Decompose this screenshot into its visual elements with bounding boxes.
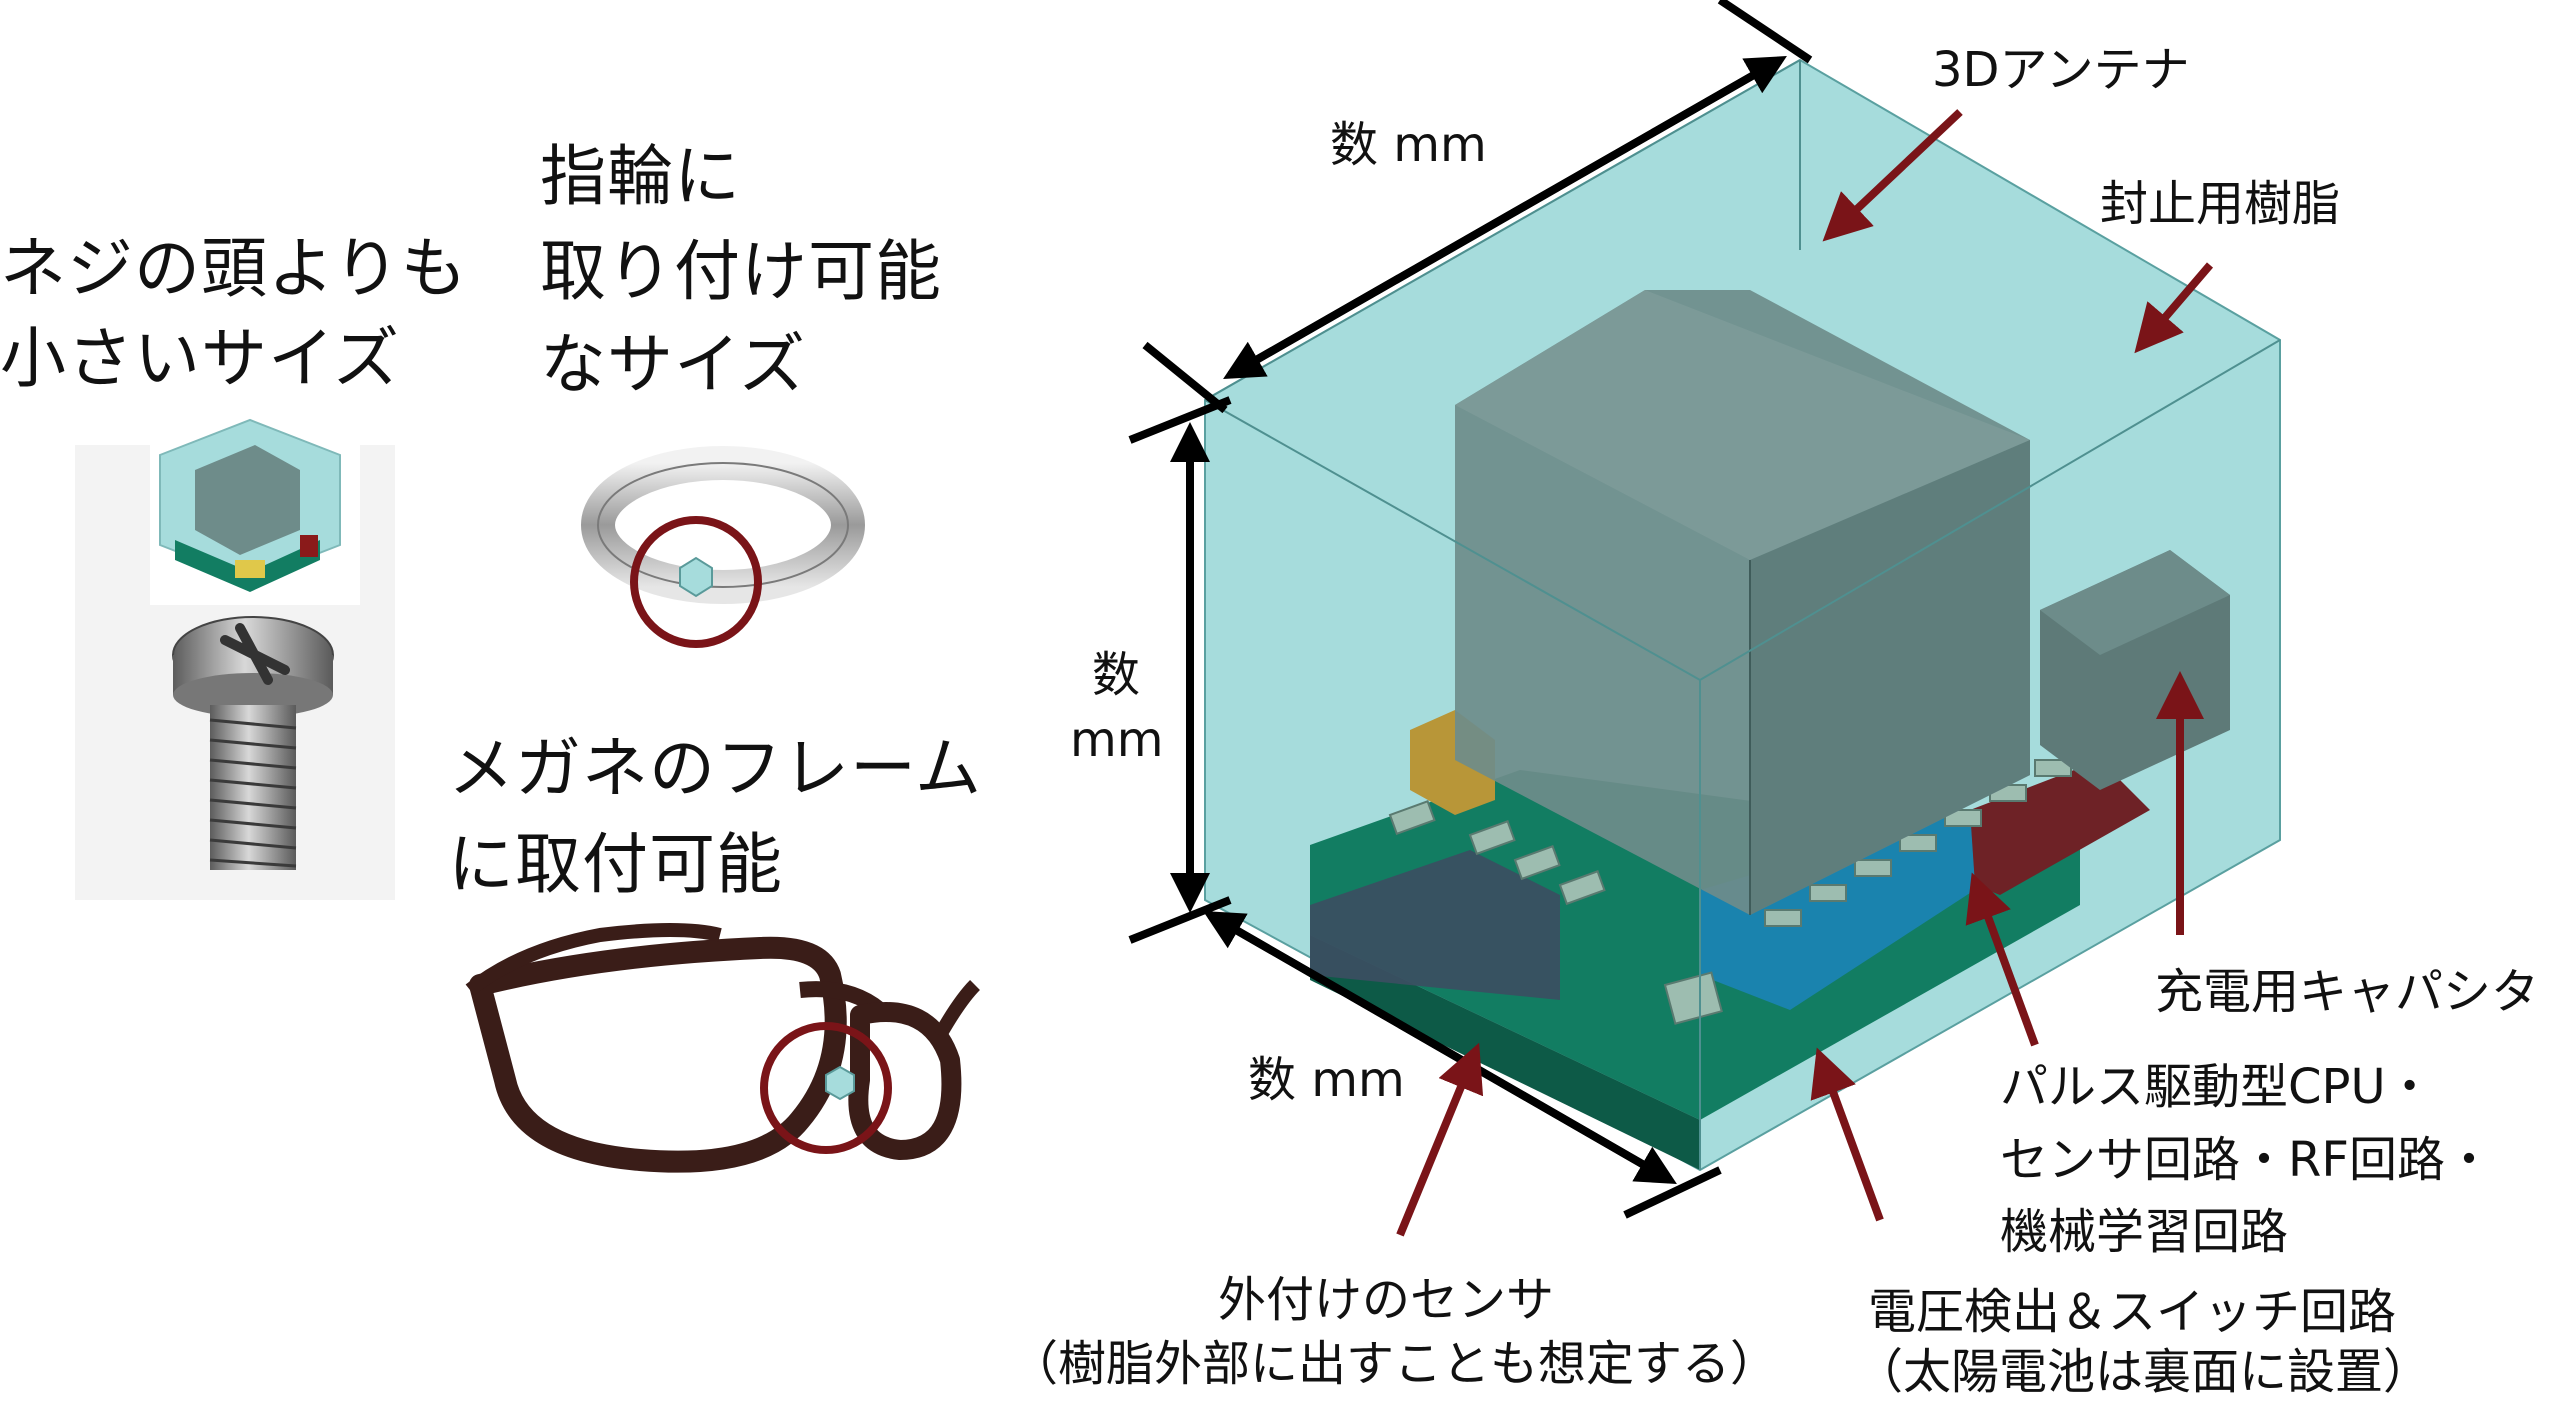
ring-illustration xyxy=(581,446,865,648)
screw-illustration xyxy=(75,418,395,900)
sensor-block xyxy=(1310,850,1560,1000)
ring-caption-line3: なサイズ xyxy=(540,326,807,403)
switch-label-line2: （太陽電池は裏面に設置） xyxy=(1855,1344,2432,1400)
glasses-highlight-circle xyxy=(760,1022,892,1154)
module-diagram xyxy=(1128,0,2281,1237)
screw-caption-line2: 小さいサイズ xyxy=(0,320,401,397)
resin-label: 封止用樹脂 xyxy=(2100,176,2341,232)
capacitor-label: 充電用キャパシタ xyxy=(2155,964,2540,1020)
sensor-label-line1: 外付けのセンサ xyxy=(1218,1272,1555,1328)
pointer-arrows xyxy=(1396,109,2214,1237)
ring-caption-line1: 指輪に xyxy=(540,138,741,215)
sensor-label-line2: （樹脂外部に出すことも想定する） xyxy=(1010,1336,1779,1392)
dimension-left-label-num: 数 xyxy=(1092,647,1141,703)
switch-label-line1: 電圧検出＆スイッチ回路 xyxy=(1868,1284,2397,1340)
ring-caption-line2: 取り付け可能 xyxy=(540,233,942,310)
mini-module-icon xyxy=(159,418,341,592)
dimension-left-label-unit: mm xyxy=(1070,712,1164,768)
dimension-bottom-label: 数 mm xyxy=(1248,1052,1405,1108)
cpu-chip xyxy=(1700,810,1990,1010)
cpu-label-line3: 機械学習回路 xyxy=(2000,1204,2289,1260)
glasses-caption-line2: に取付可能 xyxy=(448,826,783,903)
antenna-label: 3Dアンテナ xyxy=(1932,42,2190,98)
cpu-label-line1: パルス駆動型CPU・ xyxy=(2000,1059,2434,1115)
ring-highlight-circle xyxy=(630,516,762,648)
glasses-illustration xyxy=(465,923,981,1173)
dimension-top-label: 数 mm xyxy=(1330,117,1487,173)
screw-caption-line1: ネジの頭よりも xyxy=(0,230,468,307)
cpu-label-line2: センサ回路・RF回路・ xyxy=(2000,1132,2493,1188)
glasses-caption-line1: メガネのフレーム xyxy=(448,730,983,807)
